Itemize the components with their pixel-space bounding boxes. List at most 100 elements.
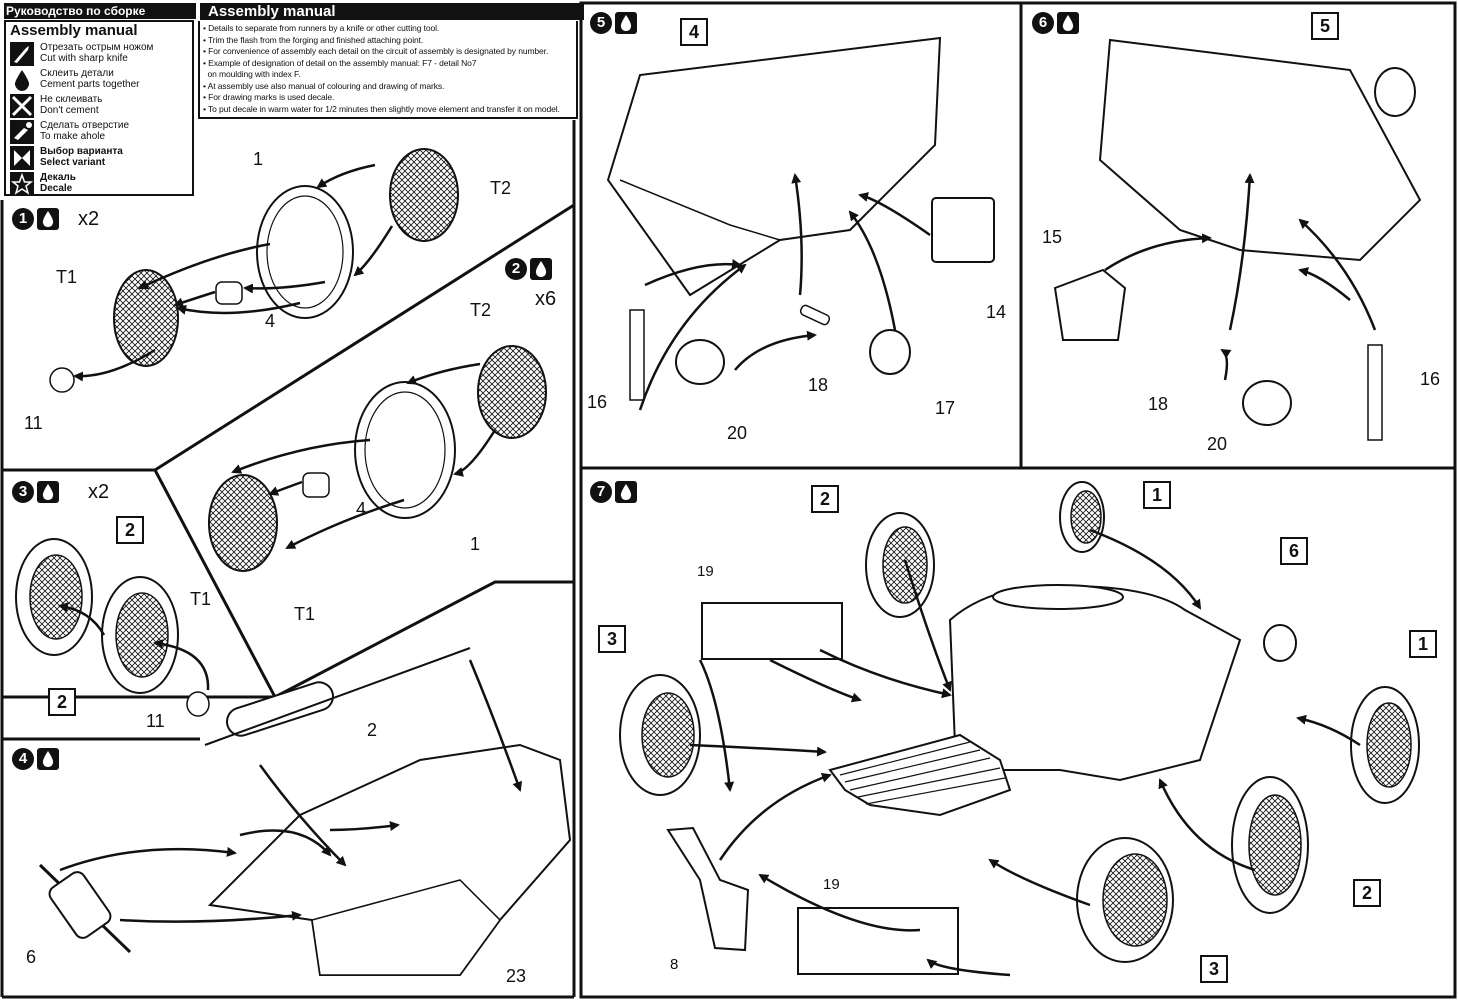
box-part-15 [1053, 268, 1127, 341]
step-4-header: 4 [12, 748, 59, 770]
step3-artwork [15, 538, 210, 717]
axle-part-6 [48, 871, 112, 939]
legend-text-ru: Декаль [40, 172, 76, 183]
legend-text-en: Cut with sharp knife [40, 53, 128, 64]
glue-drop-icon [37, 481, 59, 503]
part-label: 19 [697, 563, 714, 580]
legend-text-en: To make ahole [40, 131, 106, 142]
part-label: 4 [265, 311, 276, 331]
part-label: T1 [56, 267, 78, 287]
part-number-box: 2 [48, 688, 76, 716]
part-number-box: 3 [598, 625, 626, 653]
shock-absorber-part-16 [1367, 344, 1383, 441]
glue-drop-icon [615, 12, 637, 34]
shock-absorber-part-16 [629, 309, 645, 401]
legend-text-en: Select variant [40, 157, 106, 168]
bracket-part-18 [799, 304, 831, 326]
select-variant-icon [10, 146, 34, 170]
legend-text-ru: Выбор варианта [40, 146, 123, 157]
horn-part-17 [869, 329, 911, 375]
part-number-box: 6 [1280, 537, 1308, 565]
part-label: 20 [1207, 434, 1228, 454]
tyre-part-1 [256, 185, 354, 319]
note-line: • Trim the flash from the forging and fi… [203, 34, 424, 45]
step4-artwork [38, 647, 572, 976]
hub-part-4 [302, 472, 330, 498]
part-label: 1 [470, 534, 481, 554]
step6-artwork [1053, 38, 1422, 441]
box-part-14 [931, 197, 995, 263]
step-5-header: 5 [590, 12, 637, 34]
legend-text-ru: Сделать отверстие [40, 120, 130, 131]
legend-text-en: Decale [40, 183, 73, 194]
lamp-part-20 [675, 339, 725, 385]
multiplier: x6 [535, 288, 557, 310]
part-number-box: 3 [1200, 955, 1228, 983]
legend-text-ru: Отрезать острым ножом [40, 42, 154, 53]
part-label: 6 [26, 947, 37, 967]
instruction-notes: • Details to separate from runners by a … [198, 21, 578, 119]
part-label: 15 [1042, 227, 1063, 247]
part-label: T2 [470, 300, 492, 320]
step-number: 1 [12, 208, 34, 230]
step5-artwork [606, 36, 995, 411]
hubcap-part-11 [186, 691, 210, 717]
note-line: • For convenience of assembly each detai… [203, 46, 549, 56]
title-russian: Руководство по сборке [4, 3, 196, 19]
part-label: T2 [490, 178, 512, 198]
glue-drop-icon [1057, 12, 1079, 34]
part-label: 16 [587, 392, 608, 412]
legend-text-ru: Не склеивать [40, 94, 103, 105]
note-line: on moulding with index F. [207, 69, 301, 79]
muffler-part-2 [226, 681, 334, 737]
part-number-box: 5 [1311, 12, 1339, 40]
glue-drop-icon [14, 70, 30, 91]
part-label: 18 [808, 375, 829, 395]
note-line: • Example of designation of detail on th… [203, 57, 477, 68]
title-english: Assembly manual [200, 3, 584, 20]
part-label: 16 [1420, 369, 1441, 389]
part-label: 2 [367, 720, 378, 740]
part-label: 8 [670, 956, 679, 973]
part-label: 11 [146, 711, 165, 731]
part-number-box: 2 [1353, 879, 1381, 907]
knife-icon [10, 42, 34, 66]
step-2-header: 2 [505, 258, 552, 280]
part-label: 18 [1148, 394, 1169, 414]
glue-drop-icon [530, 258, 552, 280]
step-number: 3 [12, 481, 34, 503]
hull-part-6 [948, 584, 1242, 782]
decal-star-icon [10, 172, 34, 196]
part-label: 4 [356, 499, 367, 519]
lamp-part-20 [1242, 380, 1292, 426]
step-number: 5 [590, 12, 612, 34]
no-glue-icon [10, 94, 34, 118]
step-number: 6 [1032, 12, 1054, 34]
wire-wheel-t1 [208, 474, 278, 572]
step-1-header: 1 [12, 208, 59, 230]
multiplier: x2 [88, 481, 110, 503]
part-label: 20 [727, 423, 748, 443]
step-6-header: 6 [1032, 12, 1079, 34]
legend-text-en: Don't cement [40, 105, 99, 116]
glue-drop-icon [37, 748, 59, 770]
part-label: 23 [506, 966, 527, 986]
tyre-part-1 [354, 381, 456, 519]
wire-wheel-t2 [389, 148, 459, 242]
part-label: T1 [190, 589, 212, 609]
bracket-part-8 [666, 826, 750, 952]
hubcap-part-11 [49, 367, 75, 393]
part-label: T1 [294, 604, 316, 624]
step-number: 4 [12, 748, 34, 770]
step-number: 2 [505, 258, 527, 280]
step-7-header: 7 [590, 481, 637, 503]
glue-drop-icon [615, 481, 637, 503]
hub-part-4 [215, 281, 243, 305]
